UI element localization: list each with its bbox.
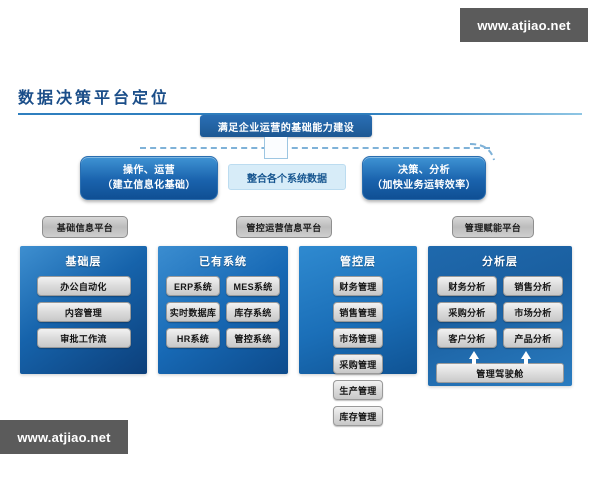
panel-item-list: ERP系统 MES系统 实时数据库 库存系统 HR系统 管控系统	[158, 276, 288, 348]
list-item[interactable]: 实时数据库	[166, 302, 220, 322]
connector-curve-icon	[470, 143, 495, 161]
title-divider	[18, 113, 582, 115]
list-item[interactable]: HR系统	[166, 328, 220, 348]
panel-title: 分析层	[482, 256, 518, 268]
panel-existing-systems: 已有系统 ERP系统 MES系统 实时数据库 库存系统 HR系统 管控系统	[158, 246, 288, 374]
page-title: 数据决策平台定位	[18, 90, 171, 107]
list-item[interactable]: 销售管理	[333, 302, 383, 322]
pill-decision-line1: 决策、分析	[398, 165, 450, 176]
list-item[interactable]: 产品分析	[503, 328, 563, 348]
panel-analysis-layer: 分析层 财务分析 销售分析 采购分析 市场分析 客户分析 产品分析 管理驾驶舱	[428, 246, 572, 386]
list-item[interactable]: 采购管理	[333, 354, 383, 374]
list-item[interactable]: MES系统	[226, 276, 280, 296]
platform-tag-management-enable[interactable]: 管理赋能平台	[452, 216, 534, 238]
connector-dashed-line	[140, 147, 490, 149]
connector-bracket	[264, 137, 288, 159]
list-item[interactable]: 库存管理	[333, 406, 383, 426]
list-item[interactable]: ERP系统	[166, 276, 220, 296]
list-item[interactable]: 市场管理	[333, 328, 383, 348]
list-item[interactable]: 内容管理	[36, 302, 131, 322]
pill-operations[interactable]: 操作、运营 （建立信息化基础）	[80, 156, 218, 200]
panel-title: 已有系统	[199, 256, 247, 268]
arrow-row	[428, 351, 572, 364]
list-item[interactable]: 财务管理	[333, 276, 383, 296]
platform-tag-control-ops[interactable]: 管控运营信息平台	[236, 216, 332, 238]
list-item[interactable]: 客户分析	[437, 328, 497, 348]
pill-decision-line2: （加快业务运转效率）	[372, 180, 476, 191]
arrow-up-icon	[469, 351, 479, 364]
panel-item-list: 财务管理 销售管理 市场管理 采购管理 生产管理 库存管理	[299, 276, 417, 426]
watermark-top: www.atjiao.net	[460, 8, 588, 42]
list-item[interactable]: 采购分析	[437, 302, 497, 322]
strategy-banner: 满足企业运营的基础能力建设	[200, 115, 372, 137]
list-item[interactable]: 生产管理	[333, 380, 383, 400]
panel-title: 管控层	[340, 256, 376, 268]
management-cockpit-item[interactable]: 管理驾驶舱	[436, 363, 564, 383]
watermark-bottom: www.atjiao.net	[0, 420, 128, 454]
list-item[interactable]: 市场分析	[503, 302, 563, 322]
panel-item-list: 办公自动化 内容管理 审批工作流	[20, 276, 147, 348]
title-block: 数据决策平台定位	[18, 84, 582, 115]
note-integrate-data: 整合各个系统数据	[228, 164, 346, 190]
list-item[interactable]: 库存系统	[226, 302, 280, 322]
platform-tag-basic-info[interactable]: 基础信息平台	[42, 216, 128, 238]
list-item[interactable]: 审批工作流	[36, 328, 131, 348]
list-item[interactable]: 财务分析	[437, 276, 497, 296]
panel-item-list: 财务分析 销售分析 采购分析 市场分析 客户分析 产品分析	[428, 276, 572, 348]
pill-decision-analysis[interactable]: 决策、分析 （加快业务运转效率）	[362, 156, 486, 200]
pill-operations-line2: （建立信息化基础）	[102, 180, 196, 191]
panel-control-layer: 管控层 财务管理 销售管理 市场管理 采购管理 生产管理 库存管理	[299, 246, 417, 426]
list-item[interactable]: 销售分析	[503, 276, 563, 296]
panel-foundation-layer: 基础层 办公自动化 内容管理 审批工作流	[20, 246, 147, 374]
pill-operations-line1: 操作、运营	[123, 165, 175, 176]
list-item[interactable]: 办公自动化	[36, 276, 131, 296]
arrow-up-icon	[521, 351, 531, 364]
list-item[interactable]: 管控系统	[226, 328, 280, 348]
panel-title: 基础层	[65, 256, 102, 268]
